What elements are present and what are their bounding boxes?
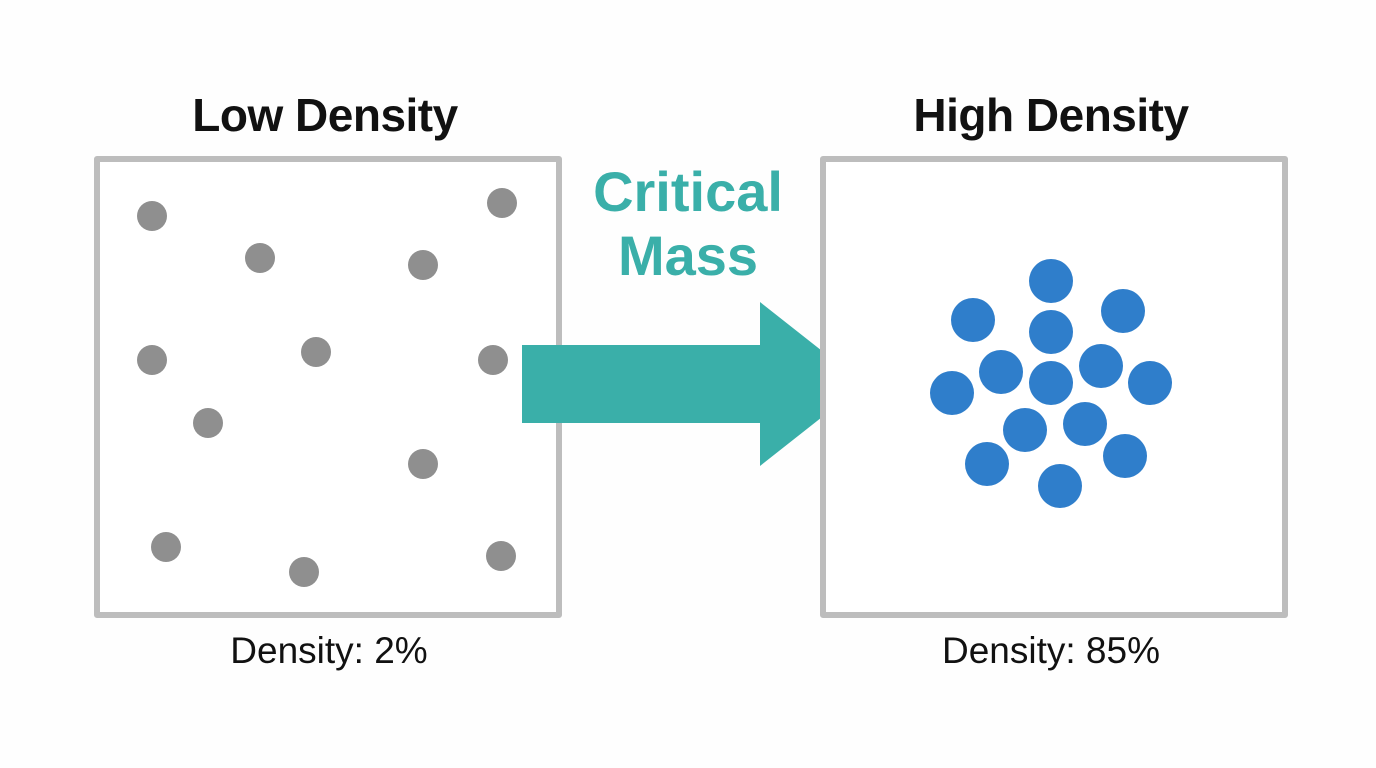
particle-dot: [1029, 361, 1073, 405]
particle-dot: [486, 541, 516, 571]
particle-dot: [1079, 344, 1123, 388]
particle-dot: [979, 350, 1023, 394]
particle-dot: [1029, 259, 1073, 303]
particle-dot: [137, 345, 167, 375]
particle-dot: [1063, 402, 1107, 446]
particle-dot: [965, 442, 1009, 486]
particle-dot: [487, 188, 517, 218]
particle-dot: [301, 337, 331, 367]
particle-dot: [1128, 361, 1172, 405]
particle-dot: [289, 557, 319, 587]
high-density-caption: Density: 85%: [942, 630, 1160, 671]
particle-dot: [245, 243, 275, 273]
particle-dot: [951, 298, 995, 342]
particle-dot: [930, 371, 974, 415]
particle-dot: [478, 345, 508, 375]
critical-label: Critical: [593, 160, 783, 223]
particle-dot: [1038, 464, 1082, 508]
particle-dot: [193, 408, 223, 438]
particle-dot: [1003, 408, 1047, 452]
particle-dot: [1029, 310, 1073, 354]
right-arrow-icon: [522, 302, 864, 466]
particle-dot: [1103, 434, 1147, 478]
high-density-title: High Density: [913, 89, 1189, 141]
particle-dot: [408, 449, 438, 479]
particle-dot: [1101, 289, 1145, 333]
mass-label: Mass: [617, 224, 759, 287]
particle-dot: [137, 201, 167, 231]
particle-dot: [408, 250, 438, 280]
low-density-caption: Density: 2%: [230, 630, 428, 671]
low-density-title: Low Density: [192, 89, 458, 141]
particle-dot: [151, 532, 181, 562]
